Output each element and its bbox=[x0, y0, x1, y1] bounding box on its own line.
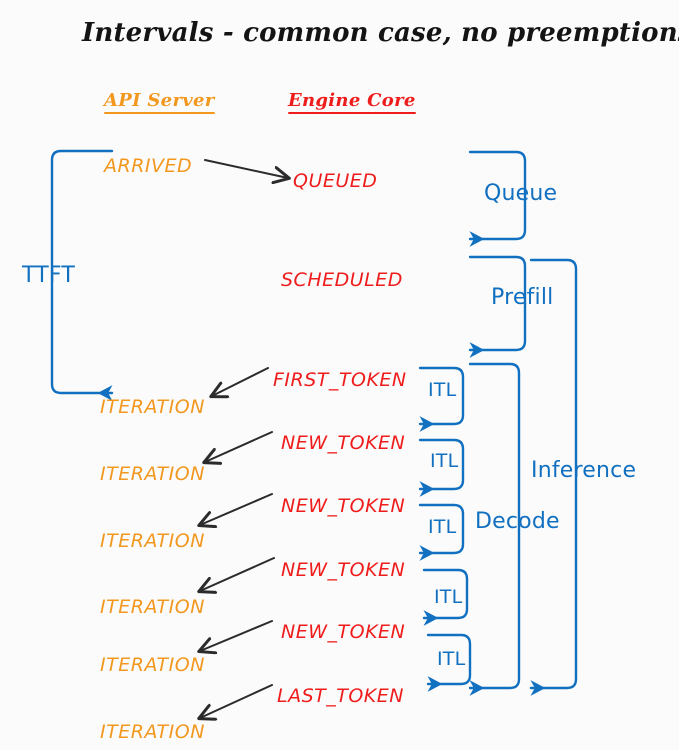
api-state-5: ITERATION bbox=[100, 654, 205, 676]
token-to-iteration-arrow-3 bbox=[200, 557, 275, 591]
queue-bracket bbox=[468, 150, 527, 247]
token-to-iteration-arrow-1 bbox=[205, 431, 273, 462]
api-state-6: ITERATION bbox=[100, 721, 205, 743]
engine-state-1: SCHEDULED bbox=[281, 269, 403, 291]
column-header-engine-core: Engine Core bbox=[288, 92, 416, 114]
engine-state-6: NEW_TOKEN bbox=[281, 621, 406, 643]
interval-label-prefill: Prefill bbox=[491, 285, 554, 310]
interval-label-itl-2: ITL bbox=[430, 450, 459, 472]
token-to-iteration-arrow-4 bbox=[200, 620, 273, 651]
token-arrow-layer bbox=[200, 159, 288, 718]
page-title: Intervals - common case, no preemptions bbox=[82, 18, 679, 48]
engine-state-0: QUEUED bbox=[293, 170, 378, 192]
engine-state-7: LAST_TOKEN bbox=[277, 685, 404, 707]
api-state-0: ARRIVED bbox=[104, 155, 193, 177]
column-header-underline bbox=[288, 112, 416, 114]
interval-label-itl-3: ITL bbox=[428, 516, 457, 538]
api-state-4: ITERATION bbox=[100, 596, 205, 618]
column-header-api-server: API Server bbox=[104, 92, 215, 114]
bracket-layer bbox=[50, 149, 578, 696]
engine-state-5: NEW_TOKEN bbox=[281, 559, 406, 581]
decode-bracket bbox=[468, 362, 521, 696]
api-state-3: ITERATION bbox=[100, 530, 205, 552]
token-to-iteration-arrow-0 bbox=[212, 367, 269, 396]
itl-bracket-1 bbox=[418, 366, 465, 432]
api-state-1: ITERATION bbox=[100, 396, 205, 418]
interval-label-itl-4: ITL bbox=[434, 586, 463, 608]
column-header-underline bbox=[104, 112, 215, 114]
ttft-bracket bbox=[50, 149, 114, 401]
engine-state-2: FIRST_TOKEN bbox=[273, 369, 407, 391]
itl-bracket-3 bbox=[418, 503, 465, 561]
inference-bracket bbox=[529, 258, 578, 696]
api-state-2: ITERATION bbox=[100, 463, 205, 485]
interval-label-decode: Decode bbox=[475, 509, 560, 534]
interval-label-itl-5: ITL bbox=[437, 648, 466, 670]
itl-bracket-5 bbox=[426, 633, 472, 692]
token-to-iteration-arrow-2 bbox=[200, 493, 273, 525]
itl-bracket-4 bbox=[422, 568, 469, 626]
interval-label-inference: Inference bbox=[531, 458, 637, 483]
engine-state-3: NEW_TOKEN bbox=[281, 432, 406, 454]
interval-label-ttft: TTFT bbox=[22, 263, 75, 288]
column-header-engine-core-label: Engine Core bbox=[288, 90, 416, 111]
engine-state-4: NEW_TOKEN bbox=[281, 495, 406, 517]
column-header-api-server-label: API Server bbox=[104, 90, 215, 111]
interval-label-queue: Queue bbox=[484, 181, 558, 206]
interval-label-itl-1: ITL bbox=[428, 379, 457, 401]
itl-bracket-2 bbox=[418, 438, 465, 497]
prefill-bracket bbox=[468, 255, 527, 358]
arrived-to-queued-arrow bbox=[204, 159, 288, 178]
token-to-iteration-arrow-5 bbox=[200, 684, 273, 718]
